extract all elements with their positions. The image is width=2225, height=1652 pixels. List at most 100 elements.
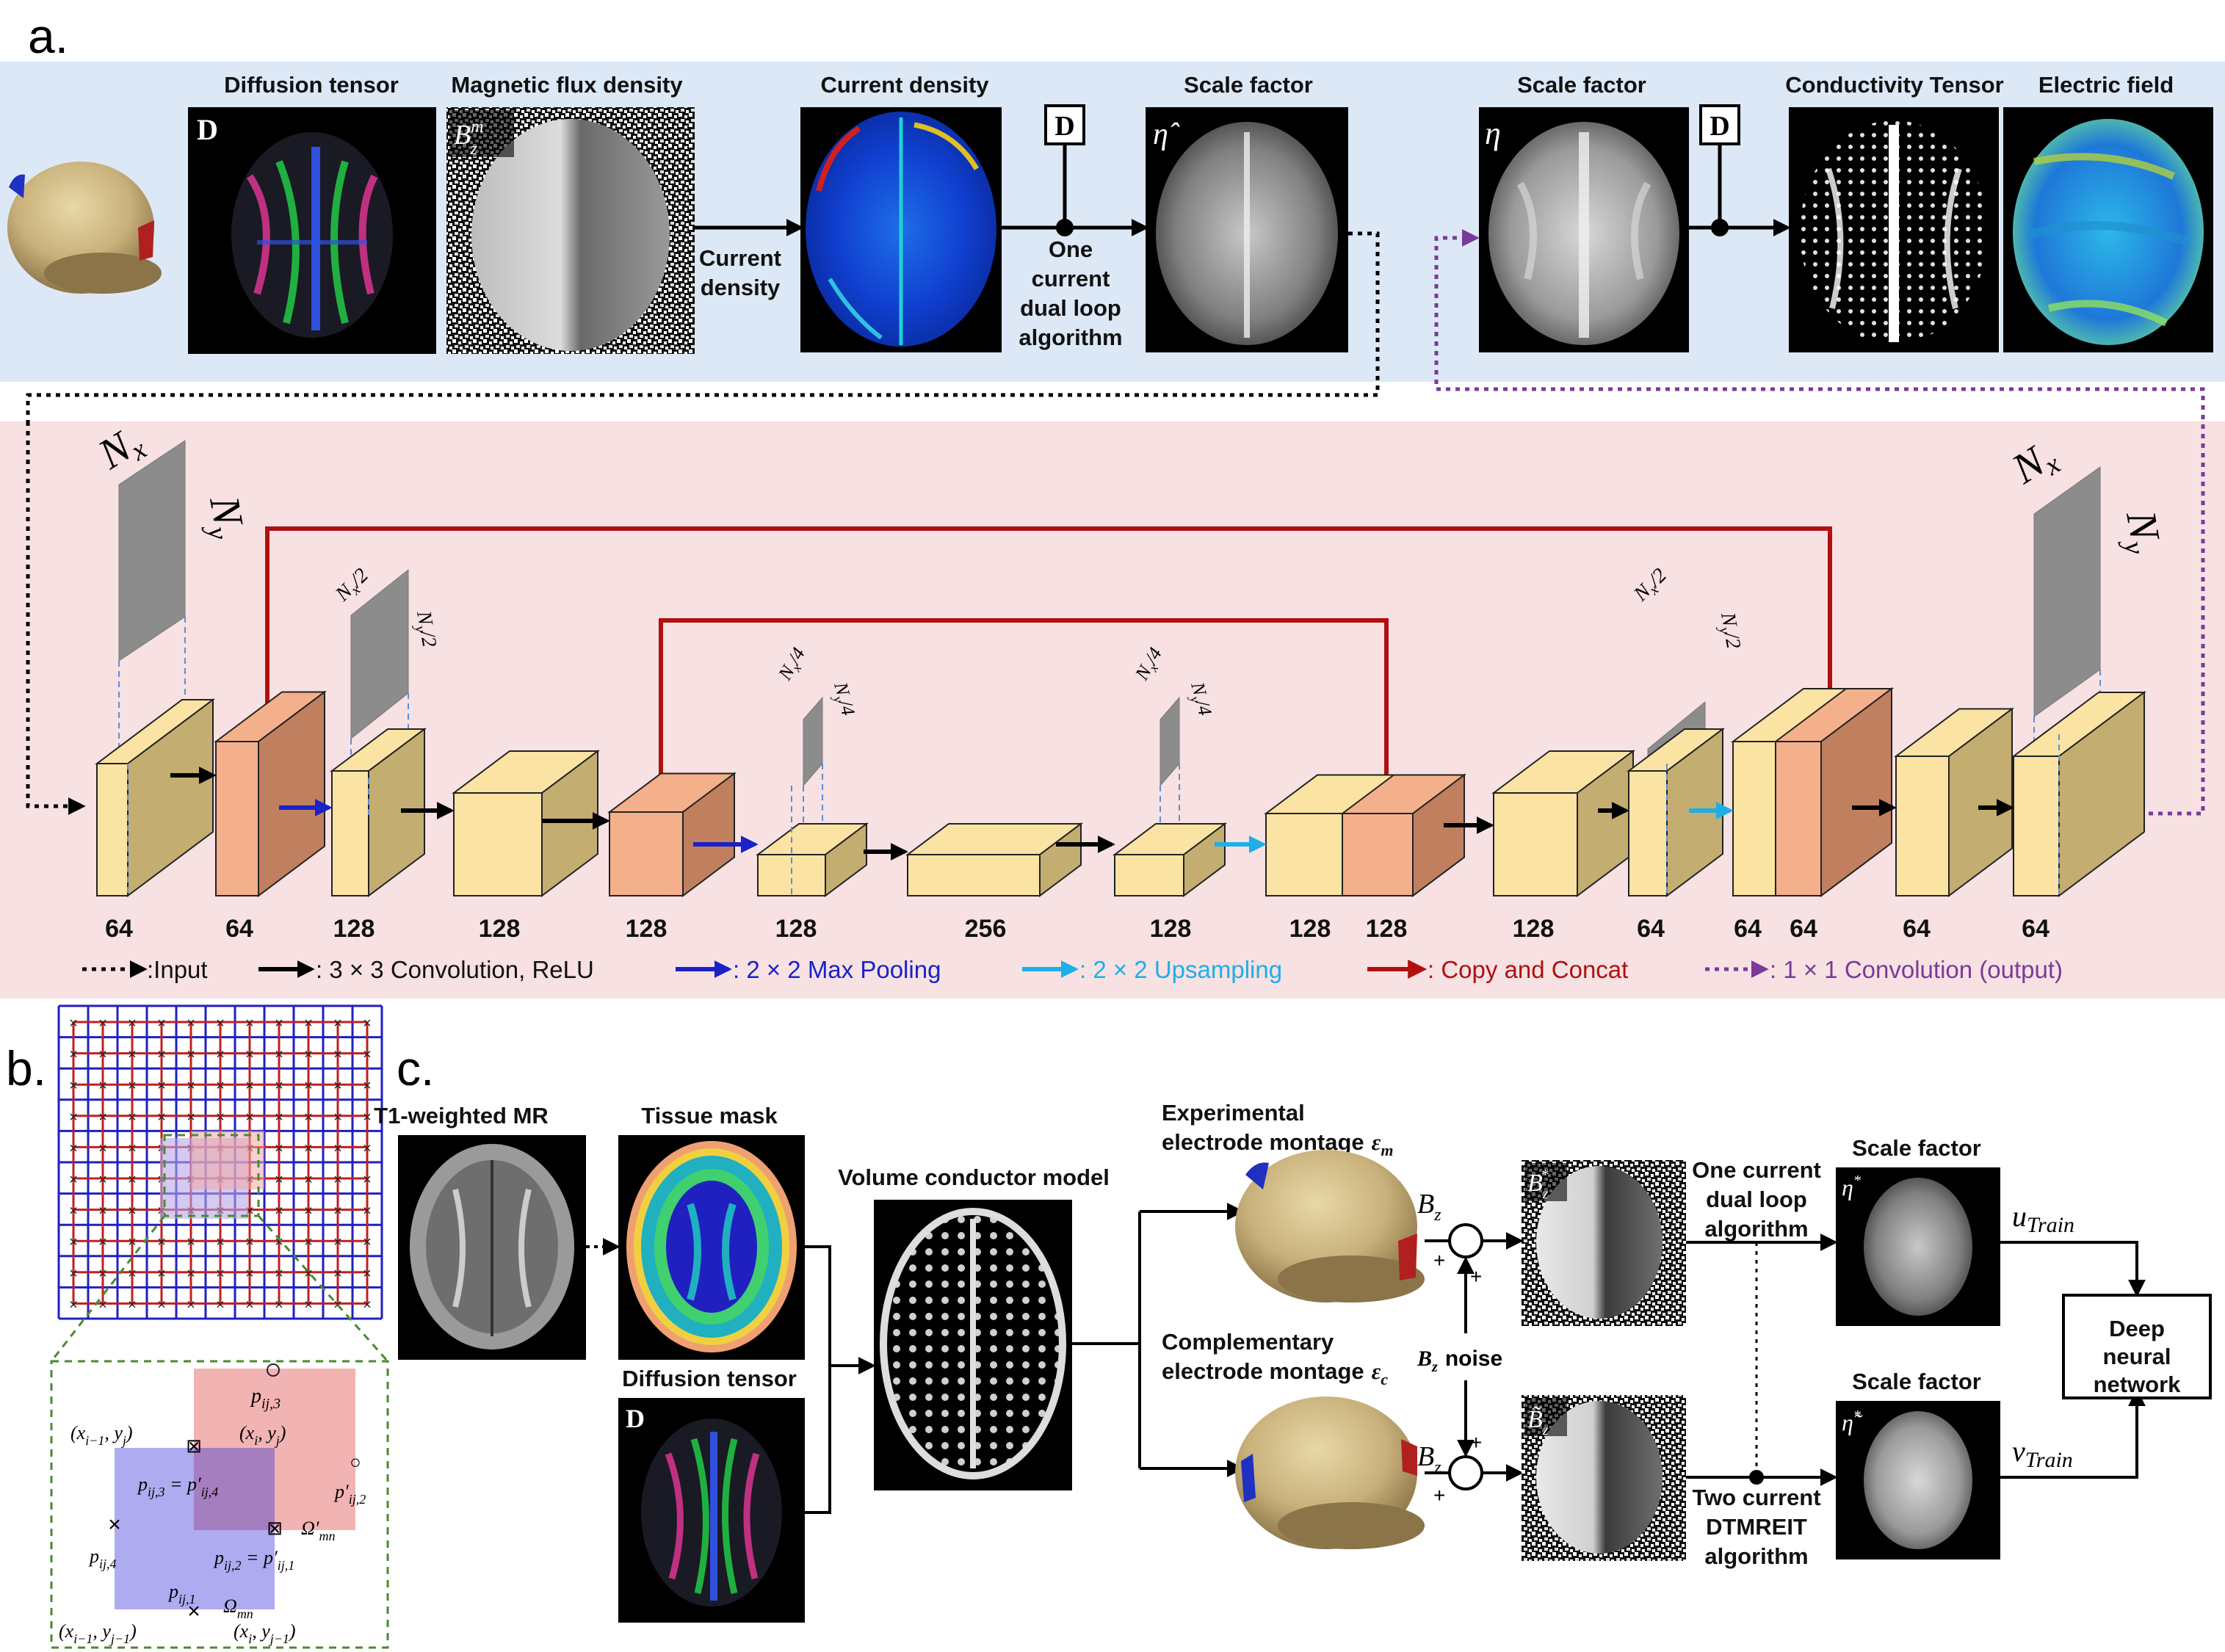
c-bz-tilde-image: B̃z xyxy=(1522,1395,1686,1561)
svg-text:×: × xyxy=(98,1266,107,1282)
svg-text:×: × xyxy=(69,1266,78,1282)
c-one-current-2: dual loop xyxy=(1706,1187,1807,1212)
c-two-current-3: algorithm xyxy=(1704,1543,1808,1569)
c-bz-star-image: Bz* xyxy=(1522,1160,1686,1326)
svg-text:×: × xyxy=(333,1047,342,1063)
svg-text:×: × xyxy=(216,1266,225,1282)
b-cross-2: ⊠ xyxy=(267,1517,283,1539)
title-current-density: Current density xyxy=(820,72,989,98)
svg-text:×: × xyxy=(304,1172,313,1188)
channel-label: 128 xyxy=(1513,915,1555,943)
c-comp-head xyxy=(1235,1396,1425,1549)
c-two-current-1: Two current xyxy=(1692,1485,1820,1510)
c-sum-2 xyxy=(1450,1457,1482,1489)
svg-text:×: × xyxy=(69,1078,78,1094)
title-electric-field: Electric field xyxy=(2038,72,2174,98)
eta-tag: η xyxy=(1485,115,1501,151)
svg-text:×: × xyxy=(333,1015,342,1032)
svg-text:×: × xyxy=(304,1297,313,1313)
panel-b-grid: × × × × × × × × × × × × × × × × × × × × × × × × × × × × × × × × × × × × × × × ×… xyxy=(51,1006,388,1361)
svg-text:×: × xyxy=(157,1047,166,1063)
title-scale-factor-1: Scale factor xyxy=(1184,72,1313,98)
c-diffusion-image: D xyxy=(618,1398,805,1623)
svg-text:×: × xyxy=(275,1140,283,1156)
channel-label: 64 xyxy=(2022,915,2049,943)
svg-text:×: × xyxy=(333,1140,342,1156)
svg-text:×: × xyxy=(69,1015,78,1032)
arrow-text-current-density-1: Current xyxy=(699,245,781,271)
channel-label: 256 xyxy=(965,915,1007,943)
c-v-train: vTrain xyxy=(2012,1435,2073,1472)
channel-label: 128 xyxy=(333,915,375,943)
svg-text:×: × xyxy=(187,1297,195,1313)
c-u-train: uTrain xyxy=(2012,1200,2074,1237)
svg-text:×: × xyxy=(363,1015,372,1032)
svg-text:×: × xyxy=(98,1047,107,1063)
panel-b-zoom: pij,3 (xi−1, yj) (xi, yj) ⊠ pij,3 = p′ij… xyxy=(51,1361,388,1648)
c-split-line xyxy=(1072,1211,1140,1468)
arrow-text-2-1: One xyxy=(1049,236,1093,262)
channel-label: 128 xyxy=(1366,915,1408,943)
svg-text:×: × xyxy=(128,1234,137,1250)
title-diffusion-tensor: Diffusion tensor xyxy=(224,72,399,98)
scale-factor-hat-image: η̂ xyxy=(1146,107,1348,352)
channel-label: 128 xyxy=(626,915,668,943)
c-comp-line1: Complementary xyxy=(1162,1329,1334,1355)
d-box-2-label: D xyxy=(1710,111,1729,142)
c-plus-4: + xyxy=(1433,1484,1445,1507)
svg-text:×: × xyxy=(275,1297,283,1313)
svg-text:×: × xyxy=(69,1297,78,1313)
svg-text:×: × xyxy=(128,1297,137,1313)
c-title-volume: Volume conductor model xyxy=(838,1164,1110,1190)
b-x-2: × xyxy=(187,1599,200,1623)
svg-text:×: × xyxy=(157,1078,166,1094)
c-exp-line1: Experimental xyxy=(1162,1100,1305,1126)
channel-label: 128 xyxy=(775,915,817,943)
c-dnn-1: Deep xyxy=(2109,1316,2165,1341)
panel-label-b: b. xyxy=(6,1041,46,1095)
svg-text:×: × xyxy=(245,1297,254,1313)
arrow-text-current-density-2: density xyxy=(701,275,781,300)
svg-text:×: × xyxy=(187,1234,195,1250)
svg-text:×: × xyxy=(98,1015,107,1032)
b-x-1: × xyxy=(108,1512,121,1537)
c-plus-1: + xyxy=(1433,1249,1445,1272)
svg-text:×: × xyxy=(157,1234,166,1250)
svg-text:×: × xyxy=(333,1078,342,1094)
c-scale-tilde-image: η̃* xyxy=(1836,1401,2000,1559)
svg-text:×: × xyxy=(363,1234,372,1250)
legend-conv: : 3 × 3 Convolution, ReLU xyxy=(316,956,594,983)
svg-text:×: × xyxy=(363,1140,372,1156)
c-scale-star-image: η* xyxy=(1836,1167,2000,1326)
c-two-current-2: DTMREIT xyxy=(1706,1514,1807,1540)
arrow-text-2-2: current xyxy=(1032,266,1110,291)
svg-text:×: × xyxy=(275,1109,283,1126)
c-bz-top: Bz xyxy=(1417,1189,1441,1225)
c-junction xyxy=(1749,1470,1764,1485)
svg-text:×: × xyxy=(69,1109,78,1126)
svg-text:×: × xyxy=(98,1172,107,1188)
svg-text:×: × xyxy=(128,1047,137,1063)
svg-text:×: × xyxy=(128,1140,137,1156)
svg-text:×: × xyxy=(157,1266,166,1282)
scale-factor-image: η xyxy=(1479,107,1689,352)
c-exp-head xyxy=(1235,1150,1425,1303)
arrow-text-2-3: dual loop xyxy=(1020,295,1121,321)
c-one-current-1: One current xyxy=(1692,1157,1821,1183)
channel-label: 128 xyxy=(1150,915,1192,943)
arrow-text-2-4: algorithm xyxy=(1019,325,1122,350)
svg-text:×: × xyxy=(304,1140,313,1156)
svg-text:×: × xyxy=(245,1047,254,1063)
svg-text:×: × xyxy=(69,1234,78,1250)
svg-text:×: × xyxy=(157,1015,166,1032)
c-volume-image xyxy=(874,1200,1072,1490)
title-scale-factor-2: Scale factor xyxy=(1517,72,1646,98)
svg-text:×: × xyxy=(69,1172,78,1188)
legend-copy: : Copy and Concat xyxy=(1428,956,1628,983)
svg-text:×: × xyxy=(216,1015,225,1032)
svg-text:×: × xyxy=(216,1234,225,1250)
channel-label: 64 xyxy=(1790,915,1817,943)
